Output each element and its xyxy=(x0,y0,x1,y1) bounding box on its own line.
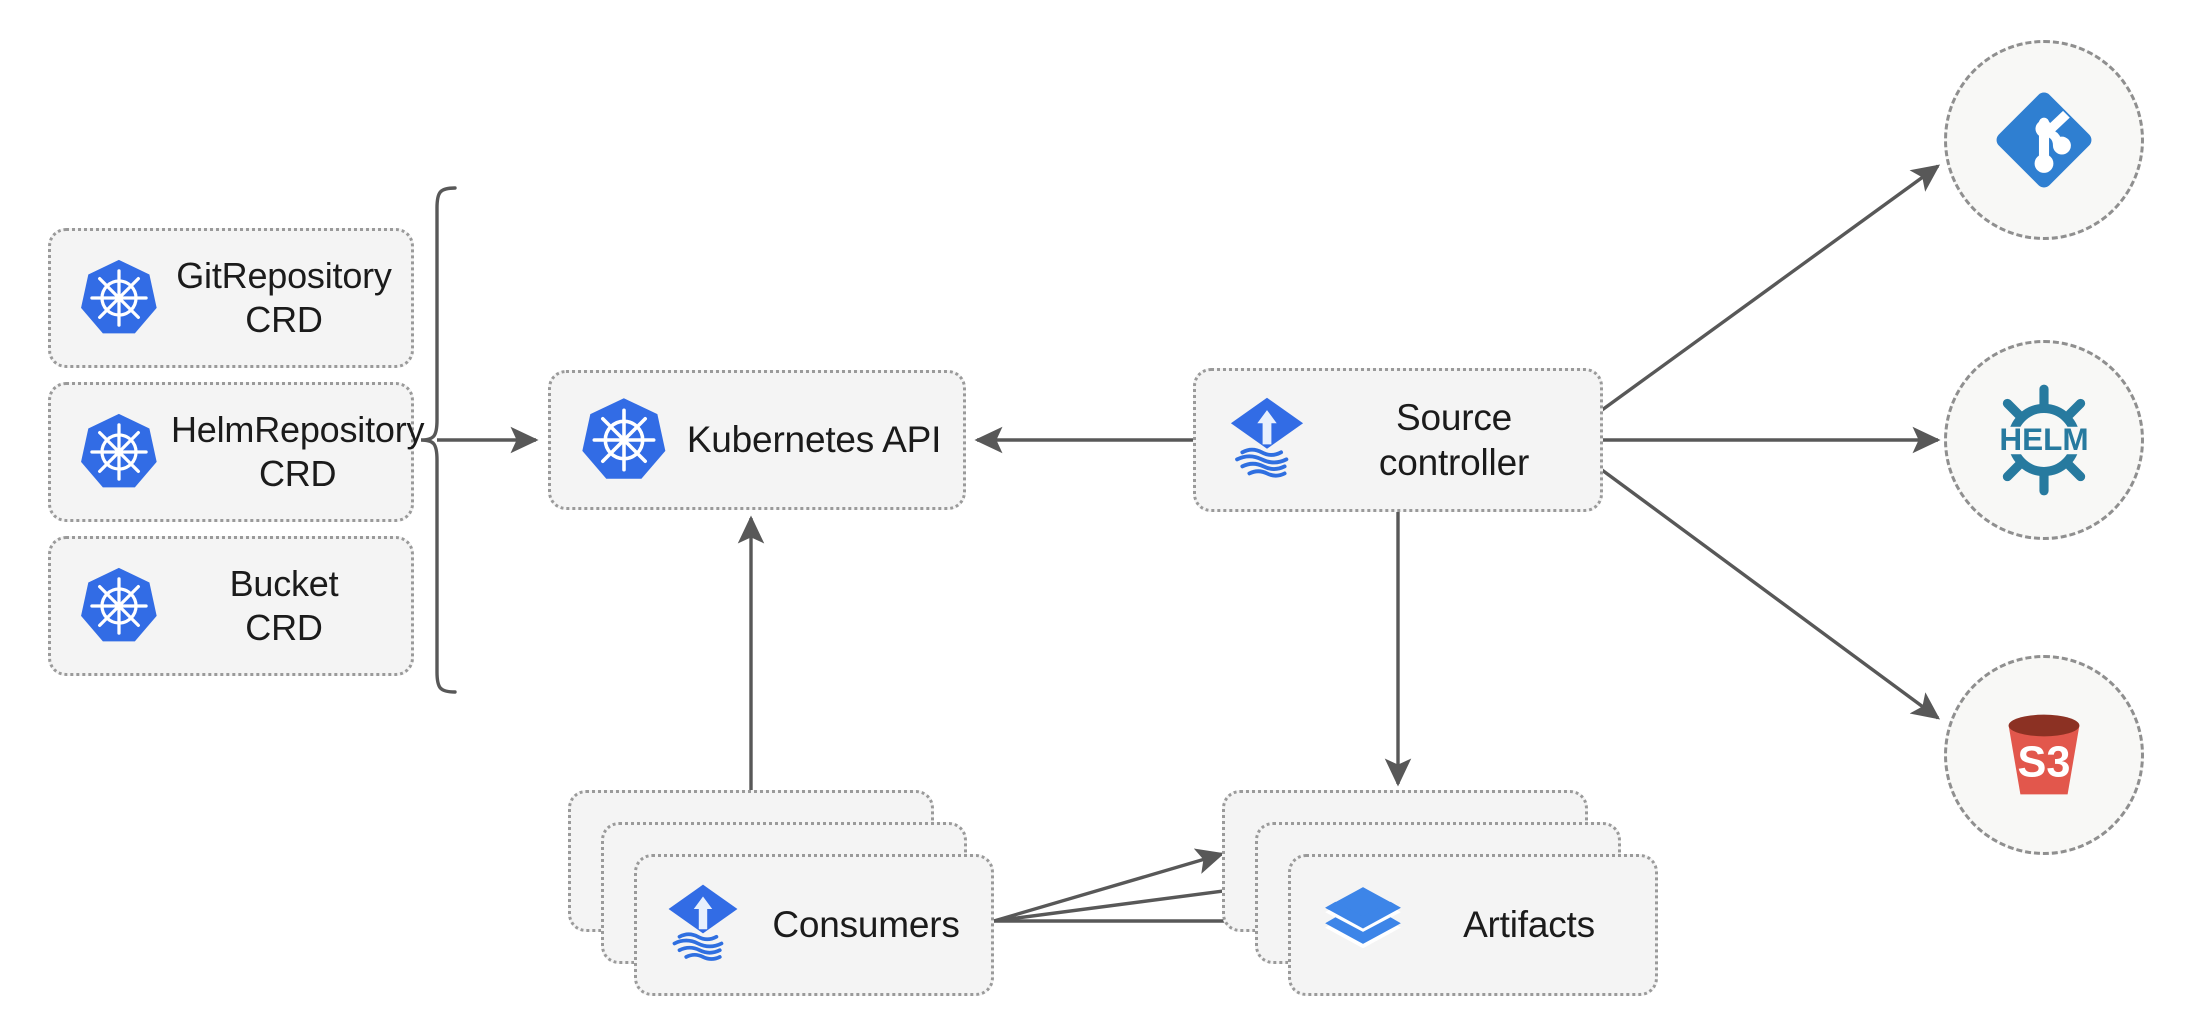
node-label-kubernetes-api: Kubernetes API xyxy=(686,419,942,461)
edge-consumers-to-artifacts-mid xyxy=(993,877,1257,923)
node-kubernetes-api[interactable]: Kubernetes API xyxy=(548,370,966,510)
node-label-consumers: Consumers xyxy=(772,904,960,946)
kubernetes-icon xyxy=(569,395,679,485)
crd-label-line2: CRD xyxy=(245,299,323,340)
edge-consumers-to-artifacts-back xyxy=(993,848,1225,923)
edge-source-controller-to-s3 xyxy=(1600,468,1941,720)
s3-label: S3 xyxy=(2018,739,2071,787)
node-label-source-line2: controller xyxy=(1378,442,1530,483)
node-artifacts[interactable]: Artifacts xyxy=(1288,854,1658,996)
crd-label-line2: CRD xyxy=(245,607,323,648)
kubernetes-icon xyxy=(67,411,171,493)
crd-label-line1: HelmRepository xyxy=(171,409,425,451)
node-helm-source[interactable]: HELM xyxy=(1944,340,2144,540)
layers-icon xyxy=(1309,882,1417,968)
crd-label-line1: Bucket xyxy=(229,563,339,605)
node-label-artifacts: Artifacts xyxy=(1463,904,1595,946)
node-s3-source[interactable]: S3 xyxy=(1944,655,2144,855)
helm-label: HELM xyxy=(1999,421,2088,457)
kubernetes-icon xyxy=(67,565,171,647)
crd-label-line2: CRD xyxy=(258,453,337,494)
kubernetes-icon xyxy=(67,257,171,339)
node-helmrepository-crd[interactable]: HelmRepository CRD xyxy=(48,382,424,522)
flux-icon xyxy=(651,880,755,970)
git-icon xyxy=(1996,92,2092,188)
node-source-controller[interactable]: Source controller xyxy=(1193,368,1603,512)
node-bucket-crd[interactable]: Bucket CRD xyxy=(48,536,414,676)
edge-source-controller-to-git xyxy=(1601,164,1941,412)
flux-icon xyxy=(1212,394,1322,486)
node-consumers[interactable]: Consumers xyxy=(634,854,994,996)
crd-label-line1: GitRepository xyxy=(176,255,392,297)
node-gitrepository-crd[interactable]: GitRepository CRD xyxy=(48,228,414,368)
helm-icon: HELM xyxy=(1997,384,2091,496)
node-label-source-line1: Source xyxy=(1395,396,1513,438)
s3-icon: S3 xyxy=(2008,714,2080,795)
node-git-source[interactable] xyxy=(1944,40,2144,240)
